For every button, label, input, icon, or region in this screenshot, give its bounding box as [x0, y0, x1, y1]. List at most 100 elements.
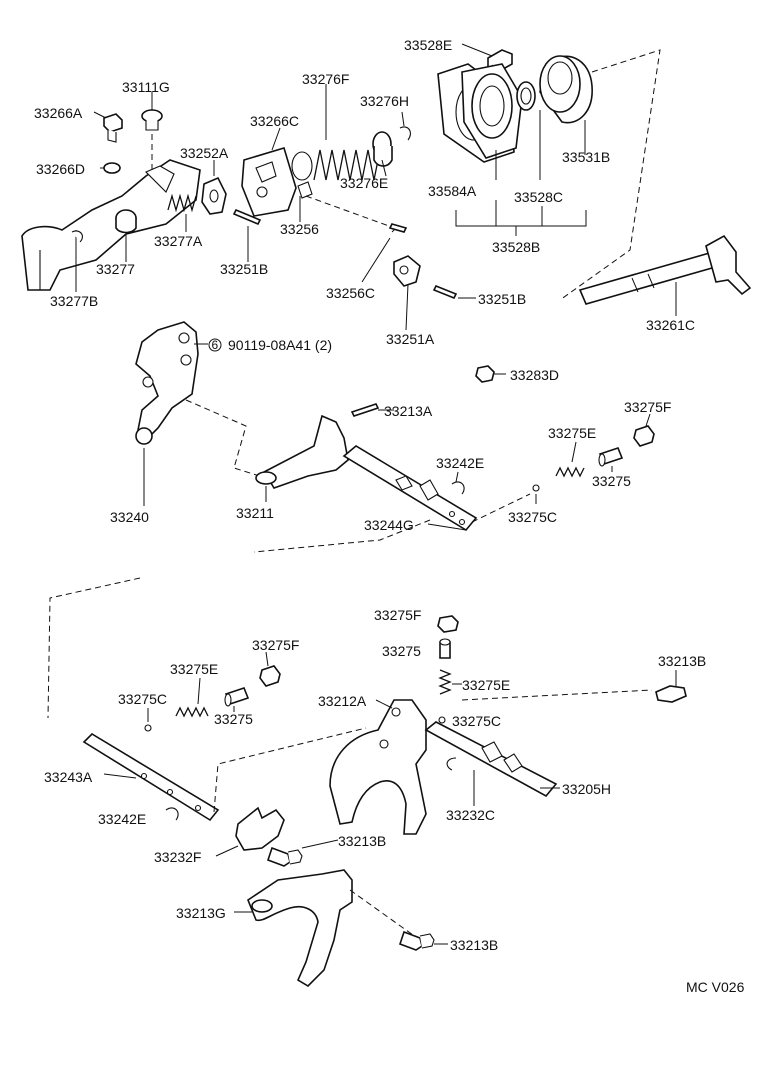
- part-33111G-plug: [141, 109, 163, 131]
- diagram-code: MC V026: [686, 979, 745, 995]
- label-33266A: 33266A: [34, 105, 83, 121]
- part-33276H-clip: [399, 126, 411, 141]
- label-33261C: 33261C: [646, 317, 695, 333]
- label-33275-b: 33275: [382, 643, 421, 659]
- label-33242E-b: 33242E: [98, 811, 146, 827]
- part-33213A-pin: [350, 403, 380, 417]
- part-33275C-ball-a: [532, 484, 540, 492]
- part-33213B-bolt-a: [655, 685, 687, 703]
- label-33256C: 33256C: [326, 285, 375, 301]
- part-33266A-bolt: [103, 113, 123, 143]
- part-33251B-pin-b: [432, 284, 458, 300]
- label-33213B-c: 33213B: [450, 937, 498, 953]
- part-33243A-shift-shaft: [82, 732, 220, 822]
- part-33252A-interlock: [201, 176, 227, 215]
- part-33212A-shift-fork: [329, 699, 427, 835]
- part-33276F-spring: [291, 149, 381, 181]
- part-33266D-gasket: [103, 162, 121, 174]
- part-33213G-shift-fork: [247, 869, 353, 988]
- label-33266C: 33266C: [250, 113, 299, 129]
- label-33244G: 33244G: [364, 517, 414, 533]
- label-33275E-b: 33275E: [170, 661, 218, 677]
- part-33275F-plug-c: [437, 615, 459, 633]
- label-33275F-c: 33275F: [252, 637, 299, 653]
- part-33213B-bolt-c: [398, 930, 435, 951]
- part-33275E-spring-c: [438, 669, 452, 695]
- part-33275E-spring-b: [175, 706, 209, 718]
- part-33244G-shift-shaft: [342, 445, 478, 532]
- label-33528B: 33528B: [492, 239, 540, 255]
- label-33283D: 33283D: [510, 367, 559, 383]
- label-33275C-c: 33275C: [452, 713, 501, 729]
- part-33275-plunger-c: [439, 638, 451, 659]
- label-33275-c: 33275: [214, 711, 253, 727]
- callout-labels: 33528E 33111G 33266A 33266D 33276F 33276…: [34, 37, 745, 995]
- label-33251A: 33251A: [386, 331, 435, 347]
- part-33275-plunger-b: [224, 687, 250, 707]
- label-33213B-b: 33213B: [338, 833, 386, 849]
- part-33242E-clip-b: [165, 807, 179, 821]
- part-33261C-shift-shaft: [578, 234, 752, 305]
- circled-mark-number: 6: [212, 338, 219, 352]
- label-33584A: 33584A: [428, 183, 477, 199]
- label-33205H: 33205H: [562, 781, 611, 797]
- circled-mark: [208, 338, 222, 352]
- part-33528B-bearing-retainer: [461, 63, 523, 159]
- part-33275E-spring-a: [555, 466, 585, 478]
- part-33251B-pin-a: [232, 208, 262, 226]
- label-33275C-a: 33275C: [508, 509, 557, 525]
- label-33531B: 33531B: [562, 149, 610, 165]
- label-33276E: 33276E: [340, 175, 388, 191]
- part-33232F-shift-head: [235, 806, 285, 851]
- part-33256-lever-shaft: [297, 181, 313, 199]
- label-33277: 33277: [96, 261, 135, 277]
- label-33528C: 33528C: [514, 189, 563, 205]
- label-33275F-a: 33275F: [624, 399, 671, 415]
- label-33212A: 33212A: [318, 693, 367, 709]
- label-33277B: 33277B: [50, 293, 98, 309]
- label-33266D: 33266D: [36, 161, 85, 177]
- part-33283D-plug: [475, 365, 495, 383]
- label-33243A: 33243A: [44, 769, 93, 785]
- label-33276F: 33276F: [302, 71, 349, 87]
- part-33275F-plug-b: [259, 665, 281, 687]
- part-33256C-lever: [393, 255, 421, 287]
- part-33275C-ball-b: [144, 724, 152, 732]
- label-33251B-b: 33251B: [478, 291, 526, 307]
- label-33232F: 33232F: [154, 849, 201, 865]
- part-33242E-clip-a: [451, 481, 465, 495]
- part-33240-shift-lever: [135, 321, 199, 445]
- label-33275-a: 33275: [592, 473, 631, 489]
- label-33277A: 33277A: [154, 233, 203, 249]
- part-33531B-cover: [539, 55, 593, 124]
- part-33266C-housing: [241, 147, 297, 217]
- label-33251B-a: 33251B: [220, 261, 268, 277]
- part-33277B-case: [21, 159, 201, 291]
- label-33275E-c: 33275E: [462, 677, 510, 693]
- part-33205H-shift-shaft: [424, 721, 558, 798]
- part-33276E-bushing: [372, 131, 393, 167]
- label-33240: 33240: [110, 509, 149, 525]
- part-33528C-seal: [516, 81, 536, 111]
- label-90119-08A41: 90119-08A41 (2): [228, 337, 332, 353]
- label-33528E: 33528E: [404, 37, 452, 53]
- label-33275E-a: 33275E: [548, 425, 596, 441]
- label-33111G: 33111G: [122, 79, 170, 95]
- label-33211: 33211: [236, 505, 274, 521]
- part-33277-bushing: [115, 209, 137, 234]
- label-33213B-a: 33213B: [658, 653, 706, 669]
- label-33276H: 33276H: [360, 93, 409, 109]
- part-33232C-clip: [446, 757, 457, 771]
- label-33256: 33256: [280, 221, 319, 237]
- label-33275C-b: 33275C: [118, 691, 167, 707]
- label-33242E-a: 33242E: [436, 455, 484, 471]
- part-33275-plunger-a: [598, 447, 624, 467]
- label-33213G: 33213G: [176, 905, 226, 921]
- part-33213B-bolt-b: [266, 846, 303, 867]
- label-33275F-b: 33275F: [374, 607, 421, 623]
- label-33213A: 33213A: [384, 403, 433, 419]
- part-33211-shift-fork: [255, 414, 349, 489]
- part-33275C-ball-c: [438, 716, 446, 724]
